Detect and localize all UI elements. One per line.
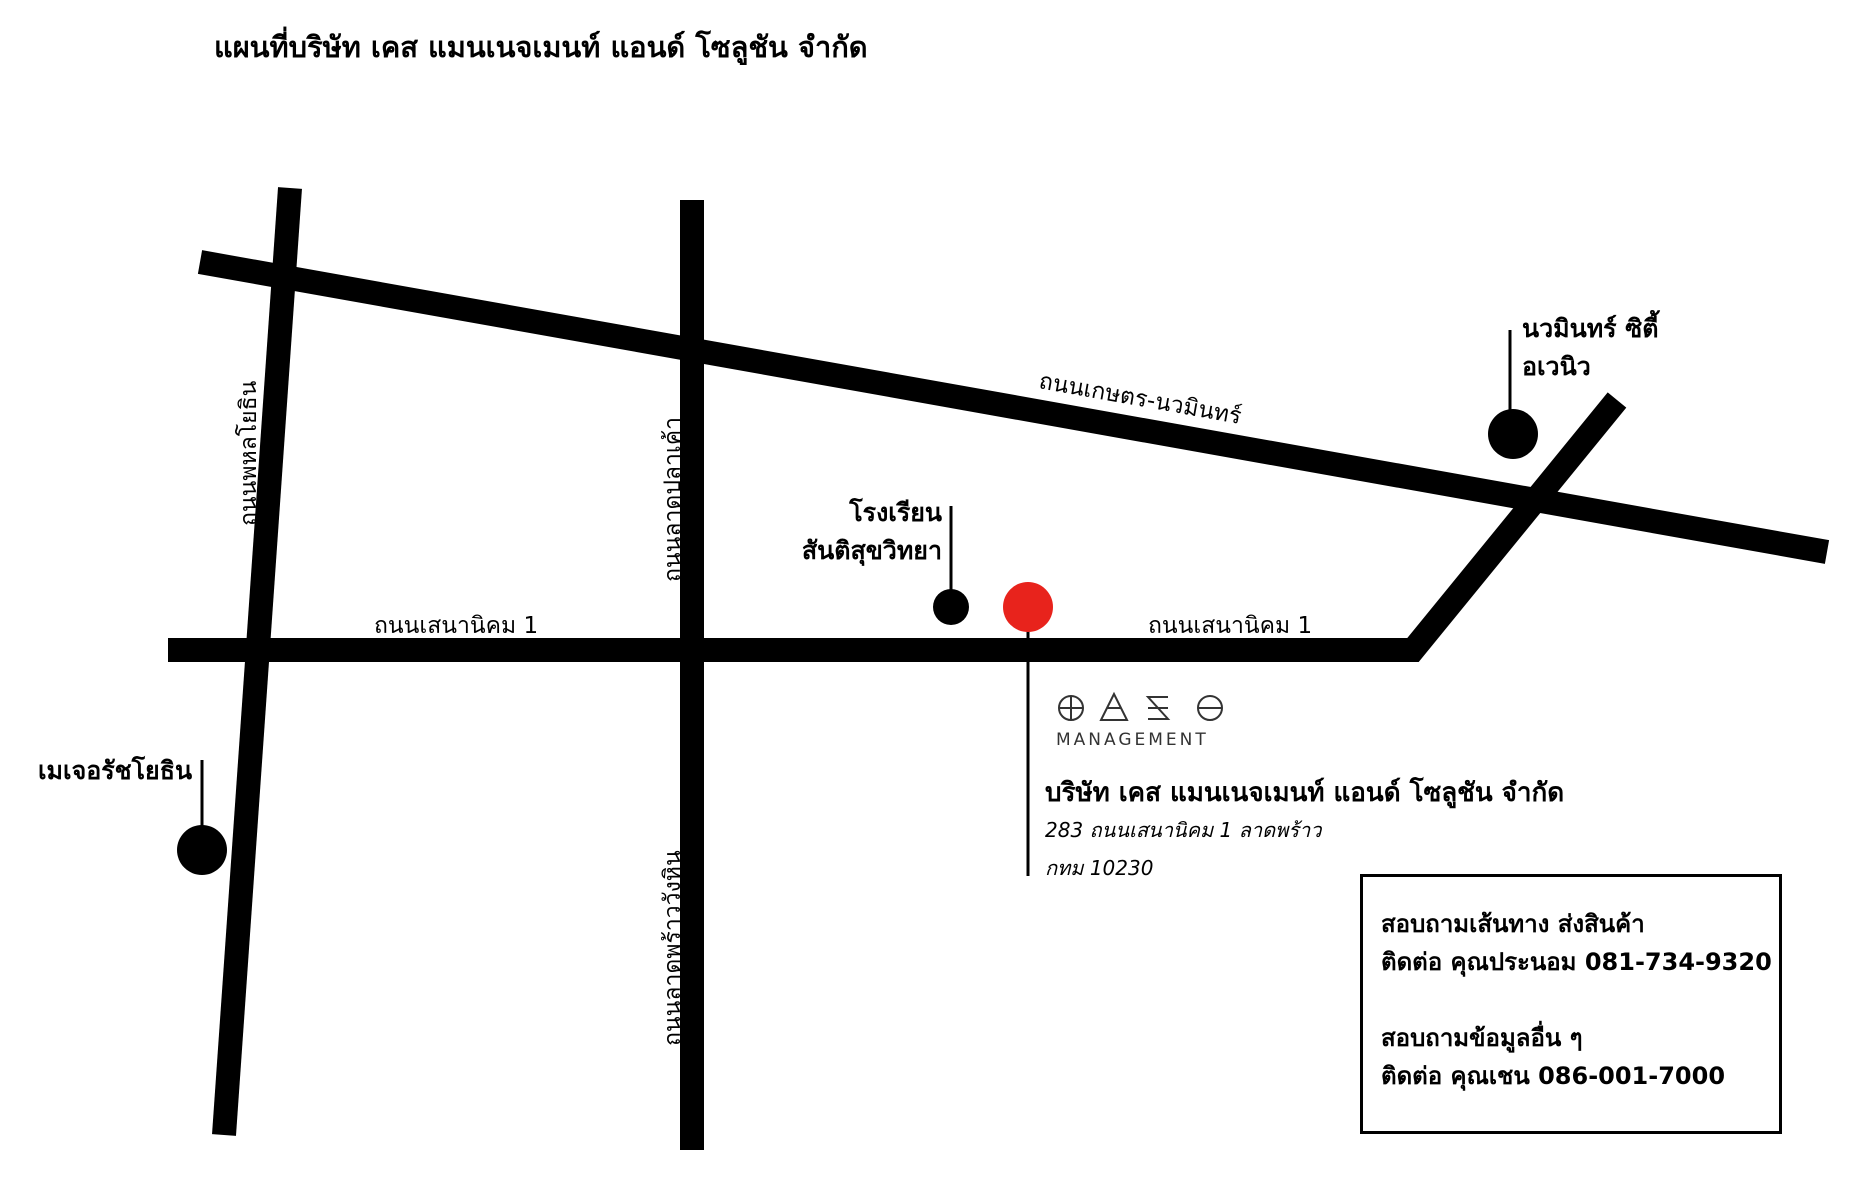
landmark-label-nawamin-city-line1: นวมินทร์ ซิตี้ [1522, 314, 1659, 343]
landmark-label-school-line1: โรงเรียน [849, 498, 942, 527]
landmark-label-school: โรงเรียน สันติสุขวิทยา [802, 494, 942, 570]
page-title: แผนที่บริษัท เคส แมนเนจเมนท์ แอนด์ โซลูช… [214, 30, 868, 64]
contact-route-heading: สอบถามเส้นทาง ส่งสินค้า [1381, 910, 1645, 938]
contact-box: สอบถามเส้นทาง ส่งสินค้า ติดต่อ คุณประนอม… [1360, 874, 1782, 1134]
landmark-label-school-line2: สันติสุขวิทยา [801, 536, 942, 565]
landmark-label-major: เมเจอรัชโยธิน [38, 756, 193, 785]
landmark-dot-school [933, 589, 969, 625]
company-address-line2: กทม 10230 [1045, 856, 1154, 880]
landmark-dot-major [177, 825, 227, 875]
landmark-dot-nawamin-city [1488, 409, 1538, 459]
road-sena-nikhom-1 [168, 392, 1627, 662]
road-label-sena-nikhom-1-left: ถนนเสนานิคม 1 [374, 613, 539, 639]
company-name: บริษัท เคส แมนเนจเมนท์ แอนด์ โซลูชัน จำก… [1045, 778, 1565, 808]
company-address-line1: 283 ถนนเสนานิคม 1 ลาดพร้าว [1045, 818, 1322, 842]
contact-info-phone: ติดต่อ คุณเชน 086-001-7000 [1381, 1062, 1726, 1090]
road-label-sena-nikhom-1-right: ถนนเสนานิคม 1 [1148, 613, 1313, 639]
road-kaset-nawamin [197, 250, 1830, 564]
road-label-lat-pla-khao: ถนนลาดปลาเค้า [660, 417, 686, 582]
destination-marker [1003, 582, 1053, 632]
contact-info-heading: สอบถามข้อมูลอื่น ๆ [1381, 1024, 1583, 1052]
road-label-lat-phrao-wang-hin: ถนนลาดพร้าววังหิน [660, 850, 686, 1046]
contact-route-phone: ติดต่อ คุณประนอม 081-734-9320 [1381, 948, 1772, 976]
company-logo-text: MANAGEMENT [1056, 730, 1209, 750]
case-logo-icon [1058, 691, 1223, 721]
road-label-phahonyothin: ถนนพหลโยธิน [235, 380, 262, 526]
landmark-label-nawamin-city: นวมินทร์ ซิตี้ อเวนิว [1522, 310, 1659, 386]
landmark-label-nawamin-city-line2: อเวนิว [1522, 352, 1591, 381]
